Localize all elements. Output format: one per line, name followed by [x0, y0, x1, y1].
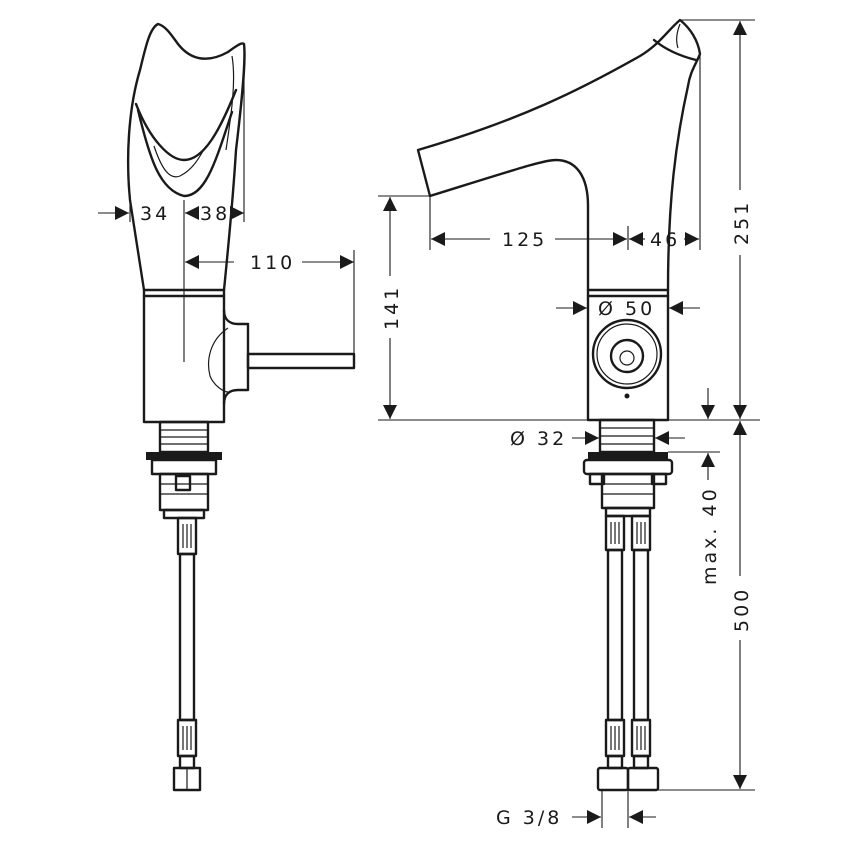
- side-spout-inner-curve-2: [136, 108, 234, 198]
- front-dimensions: 125 46 141 Ø 50 Ø 32 max. 40 251 500: [378, 21, 760, 829]
- front-hose-right: [626, 514, 660, 792]
- side-hub-curve: [207, 327, 229, 393]
- front-handle-cap: [609, 338, 645, 374]
- dim-110: 110: [250, 252, 295, 274]
- dim-max-40: max. 40: [699, 486, 721, 585]
- dim-34: 34: [140, 203, 170, 225]
- dim-38: 38: [200, 203, 230, 225]
- dim-diameter-32: Ø 32: [510, 428, 567, 450]
- dim-125: 125: [502, 229, 547, 251]
- side-spout-detail: [153, 145, 207, 178]
- side-hose: [178, 552, 196, 722]
- side-dimensions: 34 38 110: [98, 60, 355, 354]
- side-lever: [246, 352, 356, 370]
- front-mounting-plate: [588, 452, 668, 460]
- dim-500: 500: [731, 587, 753, 632]
- front-hose-left: [596, 514, 630, 792]
- front-handle-outer-ring: [591, 318, 663, 390]
- front-mounting-nut: [582, 458, 674, 476]
- dim-diameter-50: Ø 50: [598, 298, 655, 320]
- side-mounting-plate: [146, 452, 222, 460]
- front-spout-tip-detail: [676, 23, 681, 49]
- side-mounting-nut: [150, 458, 218, 476]
- side-spout-edge: [225, 55, 235, 151]
- front-view: [416, 18, 755, 792]
- dim-g-3-8: G 3/8: [496, 807, 562, 829]
- front-spout-tip-ring: [652, 38, 698, 62]
- dim-46: 46: [650, 229, 680, 251]
- side-shank-threads: [160, 429, 208, 445]
- front-lower-shank: [600, 472, 656, 510]
- side-spout-inner-curve: [134, 88, 238, 162]
- side-screw: [174, 474, 192, 492]
- front-spout-outline: [416, 18, 702, 292]
- side-handle-hub: [222, 308, 250, 406]
- dim-141: 141: [381, 285, 403, 330]
- dim-251: 251: [731, 200, 753, 245]
- side-lower-shank: [158, 472, 210, 512]
- side-view: [126, 22, 356, 792]
- side-spout-outline: [126, 22, 246, 292]
